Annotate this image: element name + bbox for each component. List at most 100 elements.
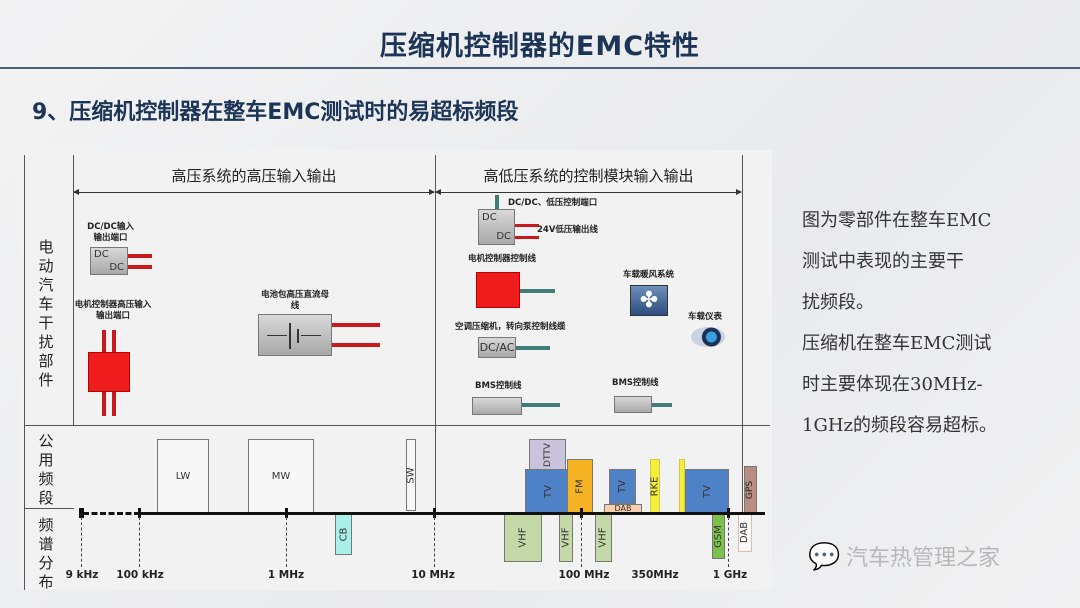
- watermark: 💬汽车热管理之家: [808, 540, 1000, 572]
- band-tv: TV: [525, 469, 572, 513]
- bms-battery-icon: [472, 397, 522, 415]
- band-dttv: DTTV: [529, 439, 566, 470]
- dcdc-hv-label: DC/DC输入输出端口: [87, 222, 134, 243]
- band-tv: TV: [685, 469, 729, 513]
- section-lv: 高低压系统的控制模块输入输出: [483, 167, 694, 185]
- lv-wire: [515, 224, 539, 227]
- hv-wire: [112, 392, 116, 416]
- tick-guide: [434, 517, 435, 567]
- tick-label: 1 GHz: [712, 569, 748, 581]
- lv-wire: [515, 236, 539, 239]
- dashboard-gauge-icon: [691, 327, 725, 347]
- axis-tick: [580, 508, 583, 518]
- band-vhf: VHF: [559, 513, 573, 562]
- hv-wire: [112, 330, 116, 352]
- dcdc-lv-converter-icon: DC DC: [478, 209, 515, 245]
- compressor-label: 空调压缩机，转向泵控制线缆: [455, 322, 566, 332]
- dcdc-lv-label: DC/DC、低压控制端口: [508, 198, 598, 208]
- battery-label: 电池包高压直流母线: [260, 290, 329, 311]
- motor-controller-icon: [476, 272, 520, 308]
- tick-guide: [728, 517, 729, 567]
- hv-wire: [102, 392, 106, 416]
- axis-tick: [285, 508, 288, 518]
- row-label-public-bands: 公用频段: [38, 432, 54, 507]
- band-vhf: VHF: [504, 513, 542, 562]
- row-divider: [24, 508, 74, 509]
- lv-wire: [495, 195, 499, 209]
- watermark-text: 汽车热管理之家: [846, 546, 1001, 571]
- band-gsm: GSM: [712, 513, 725, 559]
- dc-label: DC: [482, 212, 497, 223]
- title-divider: [0, 67, 1080, 69]
- tick-guide: [581, 517, 582, 567]
- band-cb: CB: [335, 513, 352, 555]
- row-divider: [24, 425, 770, 426]
- section-lv-arrow: [435, 189, 742, 195]
- motor-ctrl-label: 电机控制器控制线: [468, 254, 537, 264]
- dc-label: DC: [109, 262, 124, 273]
- band-fm: FM: [567, 459, 593, 513]
- dcac-inverter-icon: DC/AC: [478, 337, 516, 358]
- hv-wire: [102, 330, 106, 352]
- dcdc-converter-icon: DC DC: [90, 247, 128, 275]
- dashboard-label: 车载仪表: [688, 312, 723, 322]
- lv-wire: [652, 403, 672, 407]
- band-mw: MW: [248, 439, 314, 513]
- hv-wire: [128, 265, 152, 269]
- row-label-spectrum: 频谱分布: [38, 516, 54, 591]
- tick-label: 10 MHz: [411, 569, 455, 581]
- axis-tick: [433, 508, 436, 518]
- battery-icon: [258, 314, 332, 356]
- lv-wire: [516, 346, 550, 350]
- note-line: 扰频段。: [802, 292, 874, 313]
- note-line: 压缩机在整车EMC测试: [802, 333, 992, 354]
- axis-tick: [138, 508, 141, 518]
- heater-label: 车载暖风系统: [623, 270, 675, 280]
- band-gps: GPS: [744, 466, 757, 513]
- slide-subtitle: 9、压缩机控制器在整车EMC测试时的易超标频段: [32, 100, 519, 125]
- hv-wire: [332, 323, 380, 327]
- note-line: 时主要体现在30MHz-: [802, 374, 983, 395]
- note-line: 测试中表现的主要干: [802, 251, 964, 272]
- band-dab: DAB: [738, 513, 752, 552]
- lv24-label: 24V低压输出线: [537, 225, 598, 235]
- dcac-label: DC/AC: [479, 341, 515, 354]
- band-rke: RKE: [650, 459, 661, 513]
- frequency-axis-dashed: [83, 512, 140, 515]
- section-hv: 高压系统的高压输入输出: [171, 167, 337, 185]
- note-line: 1GHz的频段容易超标。: [802, 415, 998, 436]
- fan-icon: ✤: [630, 285, 668, 316]
- axis-tick: [727, 508, 730, 518]
- axis-tick: [79, 508, 84, 518]
- dc-label: DC: [94, 249, 109, 260]
- tick-guide: [139, 517, 140, 567]
- row-label-components: 电动汽车干扰部件: [38, 238, 54, 389]
- band-vhf: VHF: [595, 513, 612, 562]
- tick-guide: [81, 517, 82, 567]
- motor-hv-label: 电机控制器高压输入输出端口: [74, 300, 152, 321]
- bms-battery-icon: [614, 396, 652, 413]
- hv-wire: [128, 254, 152, 258]
- frequency-axis: [140, 512, 765, 515]
- frame-line: [24, 155, 25, 590]
- motor-controller-icon: [88, 352, 130, 392]
- frame-line: [742, 155, 743, 515]
- band-sw: SW: [406, 439, 417, 511]
- bms2-label: BMS控制线: [612, 378, 659, 388]
- band-tv: TV: [609, 469, 636, 504]
- emc-frequency-diagram: [20, 150, 772, 590]
- tick-label: 350MHz: [631, 569, 679, 581]
- bms1-label: BMS控制线: [475, 381, 522, 391]
- lv-wire: [522, 403, 560, 407]
- tick-label: 100 kHz: [116, 569, 164, 581]
- tick-label: 9 kHz: [65, 569, 99, 581]
- tick-label: 1 MHz: [267, 569, 305, 581]
- explanation-text: 图为零部件在整车EMC 测试中表现的主要干 扰频段。 压缩机在整车EMC测试 时…: [802, 200, 1052, 446]
- tick-label: 100 MHz: [558, 569, 610, 581]
- note-line: 图为零部件在整车EMC: [802, 210, 992, 231]
- dc-label: DC: [496, 231, 511, 242]
- wechat-icon: 💬: [808, 542, 841, 572]
- frame-line: [73, 155, 74, 425]
- tick-guide: [286, 517, 287, 567]
- frame-line: [435, 155, 436, 515]
